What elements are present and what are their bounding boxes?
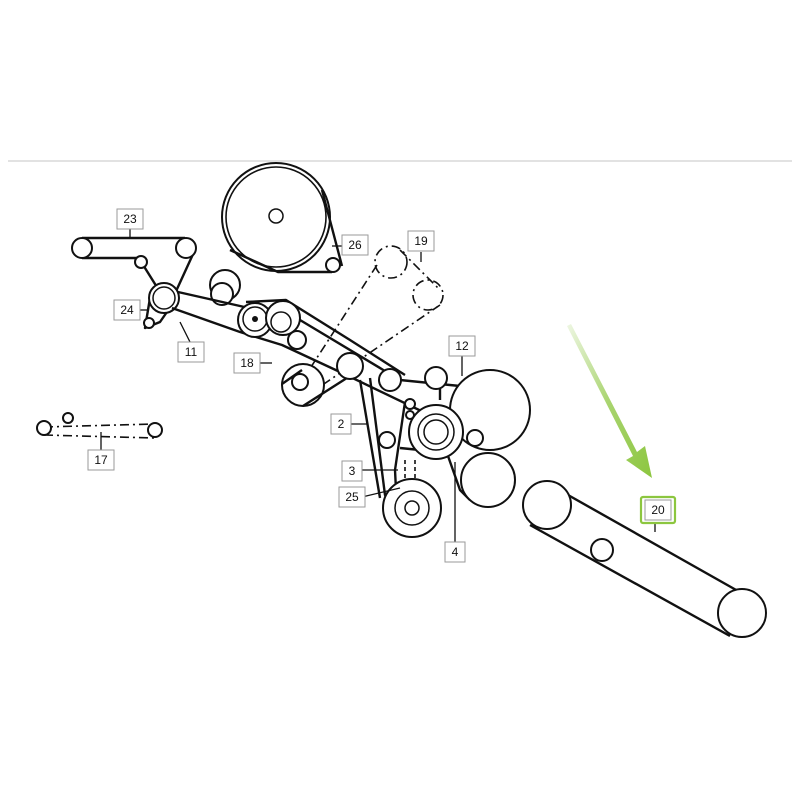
label-17: 17 (87, 449, 115, 471)
label-3-text: 3 (349, 464, 356, 478)
leader-lines (100, 229, 656, 542)
label-20-text: 20 (651, 503, 665, 517)
label-18-text: 18 (240, 356, 254, 370)
belt-19-assembly (299, 245, 444, 389)
label-25: 25 (338, 486, 366, 508)
label-25-text: 25 (345, 490, 359, 504)
label-2: 2 (330, 413, 352, 435)
label-12-text: 12 (455, 339, 469, 353)
belt-20-assembly (522, 480, 767, 638)
label-12: 12 (448, 335, 476, 357)
label-4: 4 (444, 541, 466, 563)
label-11: 11 (177, 341, 205, 363)
belt-26-assembly (221, 162, 344, 274)
label-2-text: 2 (338, 417, 345, 431)
label-24: 24 (113, 299, 141, 321)
belt-17-assembly (36, 412, 163, 439)
label-11-text: 11 (185, 345, 198, 359)
belt-central-assembly (358, 366, 531, 538)
label-20-highlighted[interactable]: 20 (639, 495, 677, 525)
label-3: 3 (341, 460, 363, 482)
label-19-text: 19 (414, 234, 428, 248)
belt-23-assembly (71, 238, 197, 330)
label-23-text: 23 (123, 212, 137, 226)
label-24-text: 24 (120, 303, 134, 317)
label-18: 18 (233, 352, 261, 374)
label-19: 19 (407, 230, 435, 252)
label-26: 26 (341, 234, 369, 256)
label-17-text: 17 (94, 453, 108, 467)
label-23: 23 (116, 208, 144, 230)
label-26-text: 26 (348, 238, 362, 252)
label-4-text: 4 (452, 545, 459, 559)
arrow-icon (567, 324, 652, 478)
belt-11-18-assembly (171, 290, 501, 422)
